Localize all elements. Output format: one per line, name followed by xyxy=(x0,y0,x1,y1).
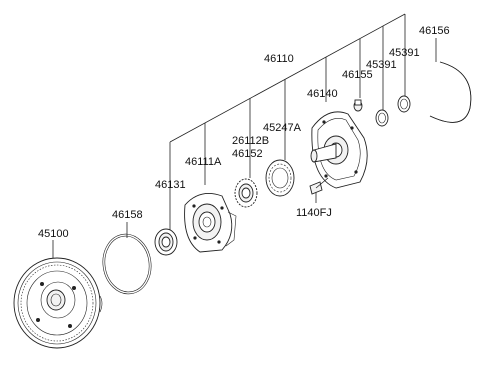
leader-lines xyxy=(52,13,437,262)
torque-converter-45100 xyxy=(13,257,103,349)
part-labels: 46156 46110 45391 46155 45391 46140 4524… xyxy=(38,25,450,240)
label-46152: 46152 xyxy=(232,148,263,160)
label-26112b: 26112B xyxy=(232,135,269,147)
label-45247a: 45247A xyxy=(263,122,302,134)
label-45391-inner: 45391 xyxy=(366,59,397,71)
label-46110: 46110 xyxy=(264,53,294,65)
seal-ring-45391-outer xyxy=(397,95,411,113)
label-46158: 46158 xyxy=(112,209,143,221)
label-46140: 46140 xyxy=(307,88,338,100)
gear-45247a xyxy=(265,159,295,197)
label-45391-outer: 45391 xyxy=(389,47,420,59)
label-46111a: 46111A xyxy=(185,156,222,168)
label-1140fj: 1140FJ xyxy=(296,207,332,219)
o-ring-46158 xyxy=(102,233,152,295)
bolt-1140fj xyxy=(309,177,329,195)
label-46155: 46155 xyxy=(342,69,373,81)
seal-46131 xyxy=(154,228,178,256)
seal-ring-45391-inner xyxy=(375,109,389,127)
gear-46152 xyxy=(234,178,258,208)
label-46156: 46156 xyxy=(419,25,450,37)
pump-cover-46111a xyxy=(184,193,237,253)
plug-46155 xyxy=(353,99,363,112)
pump-housing-46140 xyxy=(310,111,368,189)
label-46131: 46131 xyxy=(155,179,186,191)
label-45100: 45100 xyxy=(38,228,69,240)
snap-ring-46156 xyxy=(429,61,472,123)
